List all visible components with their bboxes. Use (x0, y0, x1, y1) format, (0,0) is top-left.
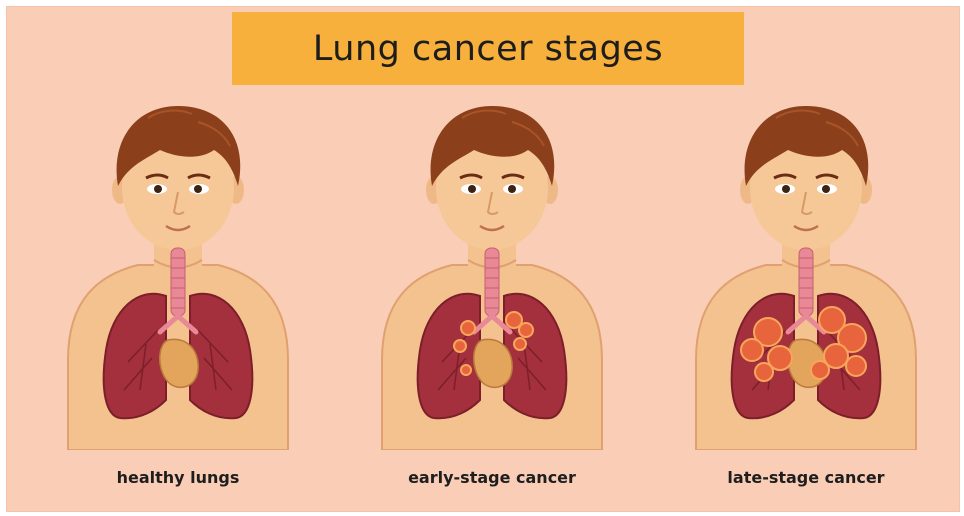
title-banner: Lung cancer stages (232, 12, 744, 85)
caption-healthy: healthy lungs (28, 468, 328, 487)
caption-early: early-stage cancer (342, 468, 642, 487)
tumor (454, 340, 466, 352)
tumor (811, 361, 829, 379)
right-eye (822, 185, 830, 193)
caption-late: late-stage cancer (656, 468, 956, 487)
tumor (741, 339, 763, 361)
diagram-title: Lung cancer stages (313, 29, 663, 69)
right-eye (194, 185, 202, 193)
tumor (519, 323, 533, 337)
tumor (461, 321, 475, 335)
left-eye (154, 185, 162, 193)
right-eye (508, 185, 516, 193)
tumor (846, 356, 866, 376)
figure-healthy (28, 100, 328, 450)
figure-early (342, 100, 642, 450)
left-eye (468, 185, 476, 193)
left-eye (782, 185, 790, 193)
figure-late (656, 100, 956, 450)
tumor (514, 338, 526, 350)
tumor (755, 363, 773, 381)
tumor (461, 365, 471, 375)
